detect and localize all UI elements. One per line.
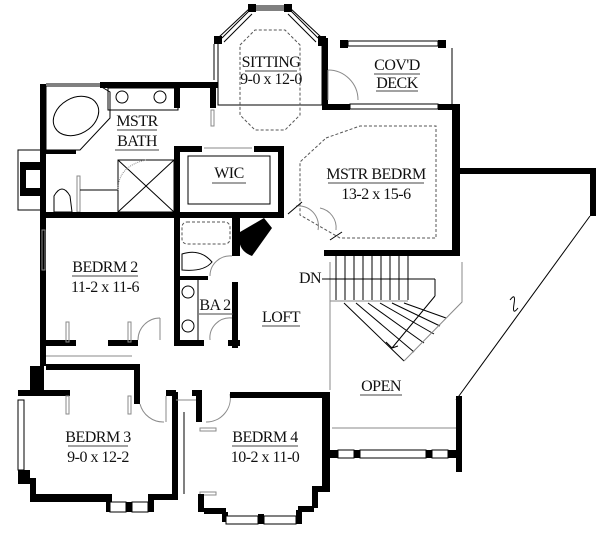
- label-bath: BATH: [117, 133, 158, 150]
- bedroom-4: [166, 390, 330, 525]
- loft-stair: [326, 256, 463, 390]
- label-mstr-bedrm: MSTR BEDRM: [326, 166, 426, 183]
- label-bedrm-3: BEDRM 3: [65, 429, 131, 446]
- label-loft: LOFT: [262, 309, 301, 326]
- fireplace: [17, 149, 43, 211]
- label-deck: DECK: [376, 75, 419, 92]
- dims-mstr-bedrm: 13-2 x 15-6: [341, 186, 411, 203]
- label-bedrm-4: BEDRM 4: [232, 429, 298, 446]
- label-wic: WIC: [214, 165, 244, 182]
- stair-down-label: DN: [299, 270, 322, 287]
- label-mstr: MSTR: [116, 113, 158, 130]
- open-area: [330, 427, 462, 459]
- covered-deck: [322, 38, 453, 110]
- bath-2: [174, 214, 272, 348]
- label-open: OPEN: [361, 378, 402, 395]
- dims-bedrm-2: 11-2 x 11-6: [71, 279, 139, 296]
- bedroom-3: [17, 364, 174, 513]
- walk-in-closet: [174, 146, 284, 218]
- open-area-outline: [455, 168, 596, 472]
- label-bedrm-2: BEDRM 2: [72, 259, 138, 276]
- label-sitting: SITTING: [242, 54, 302, 71]
- room-labels: SITTING 9-0 x 12-0 COV'D DECK MSTR BATH …: [65, 54, 426, 466]
- master-bedroom: [287, 104, 460, 256]
- label-covd: COV'D: [374, 57, 420, 74]
- bedroom-2: [40, 214, 161, 370]
- dims-bedrm-3: 9-0 x 12-2: [67, 449, 129, 466]
- label-ba-2: BA 2: [199, 297, 231, 314]
- master-bath: [40, 82, 218, 218]
- dims-bedrm-4: 10-2 x 11-0: [231, 449, 300, 466]
- dims-sitting: 9-0 x 12-0: [240, 71, 302, 88]
